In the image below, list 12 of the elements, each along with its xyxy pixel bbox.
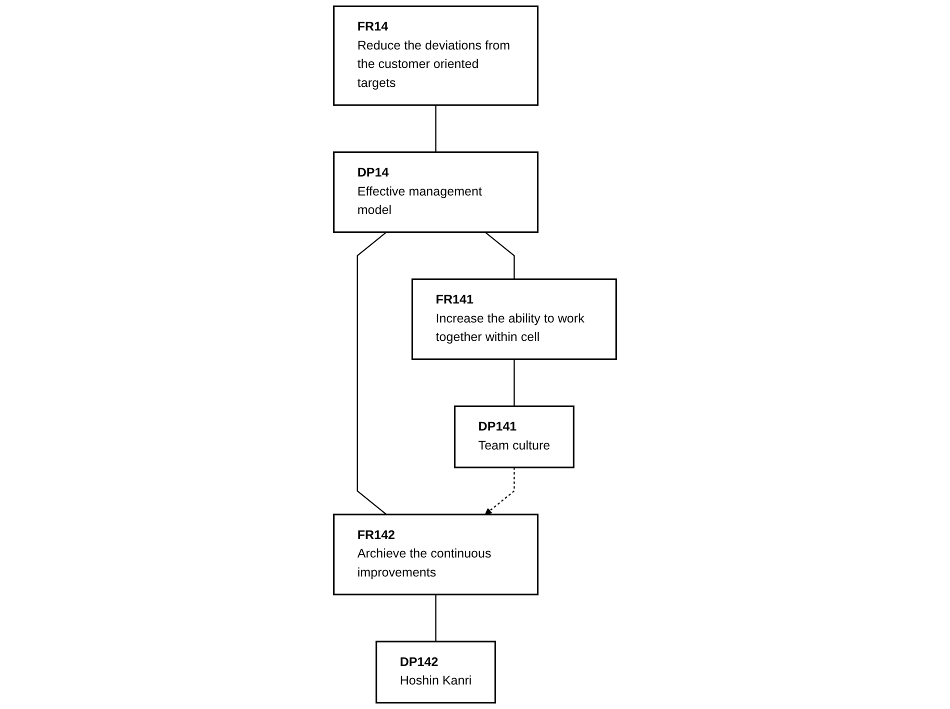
connector (514, 359, 515, 406)
node-box: DP14 Effective management model (333, 151, 539, 233)
connector (484, 232, 515, 280)
connector (435, 594, 436, 642)
node-box: DP141 Team culture (454, 405, 574, 468)
arrow (484, 467, 515, 515)
connector (435, 105, 436, 152)
node-box: FR142 Archieve the continuous improvements (333, 514, 539, 596)
node-box: DP142 Hoshin Kanri (376, 640, 496, 704)
node-box: FR141 Increase the ability to work together within cell (411, 278, 617, 360)
connector (356, 232, 387, 515)
node-box: FR14 Reduce the deviations from the customer oriented targets (333, 6, 539, 106)
